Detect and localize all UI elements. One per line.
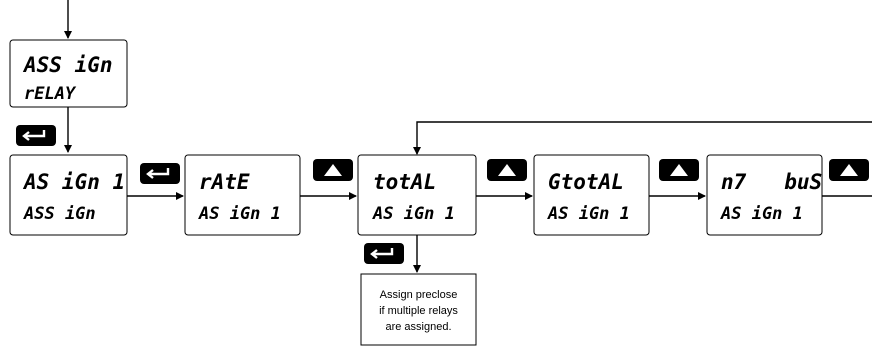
- display-line1: totAL: [373, 170, 436, 194]
- up-arrow-key-icon: [659, 159, 699, 181]
- note-line3: are assigned.: [385, 321, 451, 333]
- note-line2: if multiple relays: [379, 305, 458, 317]
- enter-key-icon: [16, 125, 56, 146]
- display-assign1: AS iGn 1 ASS iGn: [9, 154, 128, 236]
- display-line1: GtotAL: [548, 170, 624, 194]
- display-line2: rELAY: [24, 84, 77, 104]
- display-line2: ASS iGn: [23, 204, 96, 224]
- display-gtotal: GtotAL AS iGn 1: [533, 154, 650, 236]
- up-arrow-key-icon: [487, 159, 527, 181]
- enter-key-icon: [140, 163, 180, 184]
- connectors: [64, 0, 872, 273]
- display-assign-relay: ASS iGn rELAY: [9, 39, 128, 108]
- display-line1: n7 buS: [721, 170, 822, 194]
- note-box: Assign preclose if multiple relays are a…: [360, 273, 477, 346]
- enter-key-icon: [364, 243, 404, 264]
- note-line1: Assign preclose: [380, 289, 458, 301]
- display-line1: AS iGn 1: [22, 170, 125, 194]
- return-loop-line: [413, 121, 872, 155]
- up-arrow-key-icon: [829, 159, 869, 181]
- display-modbus: n7 buS AS iGn 1: [706, 154, 823, 236]
- display-line1: ASS iGn: [22, 53, 113, 77]
- display-line2: AS iGn 1: [720, 204, 803, 224]
- up-arrow-key-icon: [313, 159, 353, 181]
- display-line2: AS iGn 1: [372, 204, 455, 224]
- display-line1: rAtE: [199, 170, 250, 194]
- display-line2: AS iGn 1: [198, 204, 281, 224]
- display-rate: rAtE AS iGn 1: [184, 154, 301, 236]
- display-total: totAL AS iGn 1: [357, 154, 477, 236]
- display-line2: AS iGn 1: [547, 204, 630, 224]
